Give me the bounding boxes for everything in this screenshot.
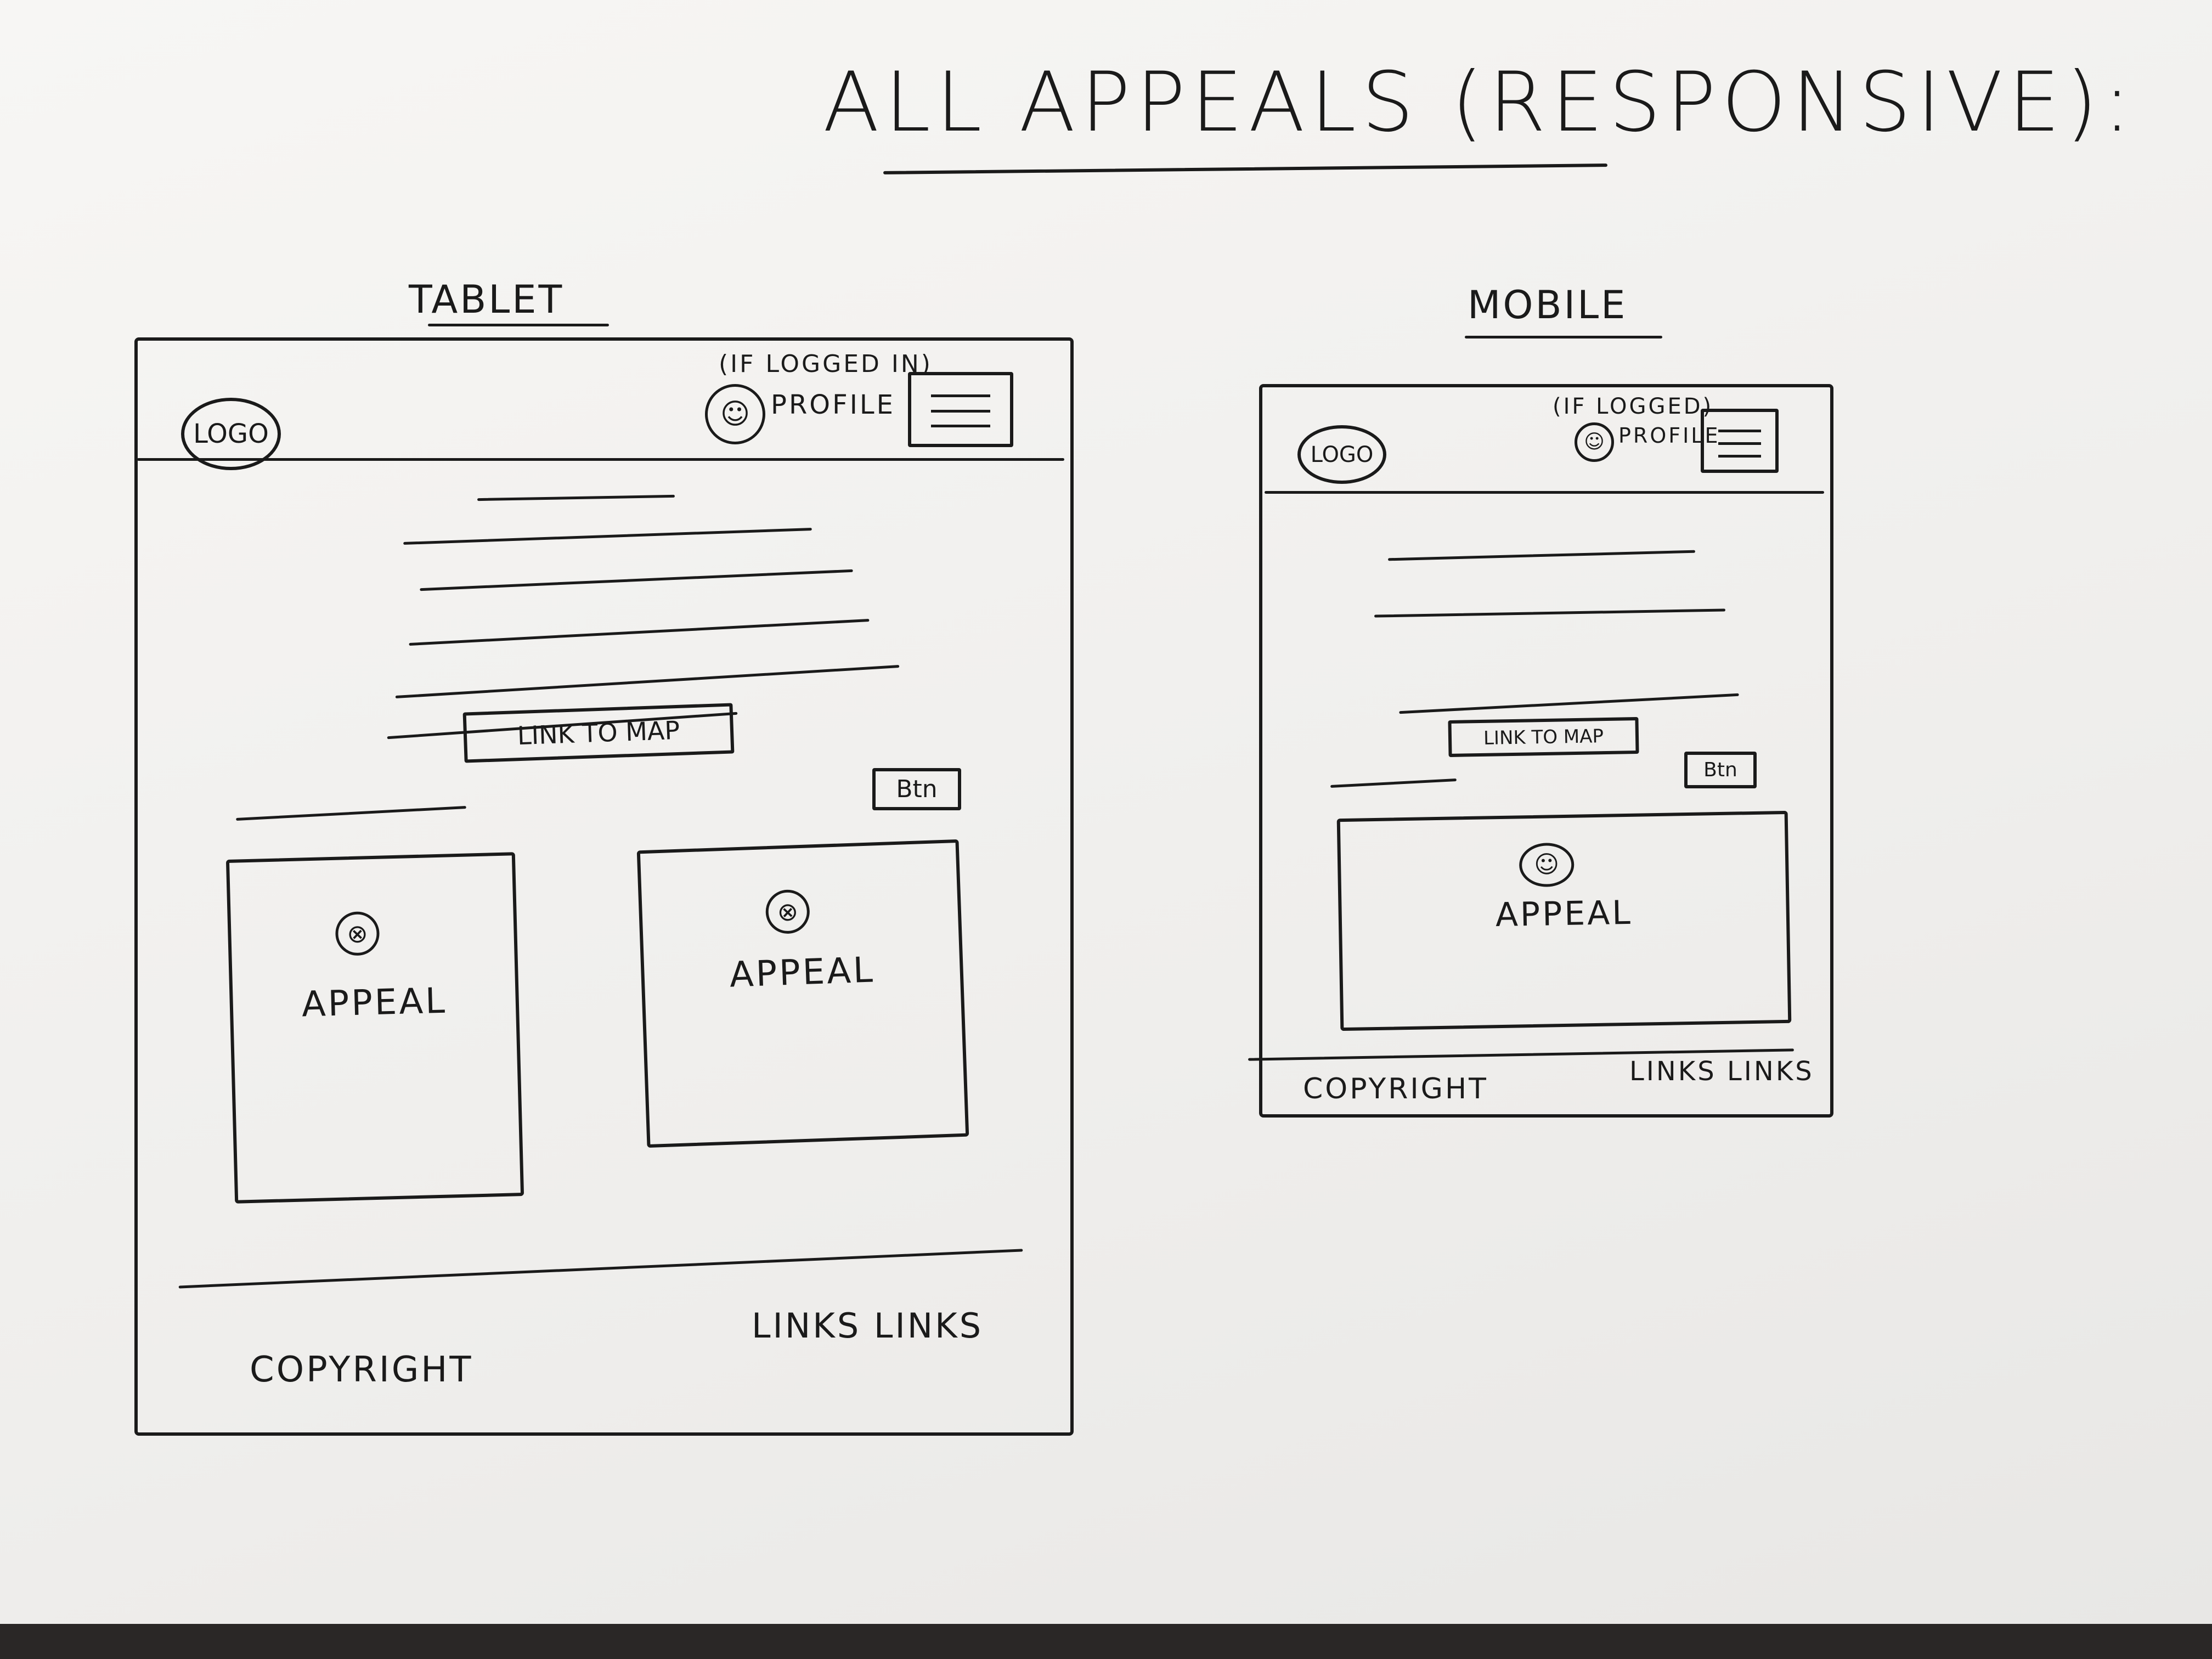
tablet-hamburger-menu-icon[interactable] — [908, 372, 1013, 447]
tablet-profile-note: (IF LOGGED IN) — [719, 350, 933, 378]
tablet-appeal-label: APPEAL — [729, 950, 876, 996]
tablet-appeal-icon: ⊗ — [335, 911, 380, 956]
tablet-profile-icon[interactable]: ☺ — [705, 384, 765, 444]
mobile-logo[interactable]: LOGO — [1297, 425, 1386, 484]
tablet-footer-copyright: COPYRIGHT — [250, 1350, 473, 1390]
mobile-footer-copyright: COPYRIGHT — [1303, 1073, 1488, 1105]
tablet-appeal-card[interactable]: ⊗ APPEAL — [636, 839, 969, 1148]
mobile-appeal-icon: ☺ — [1519, 842, 1575, 888]
tablet-appeal-label: APPEAL — [301, 980, 448, 1025]
mobile-profile-icon[interactable]: ☺ — [1575, 422, 1614, 462]
tablet-frame — [134, 337, 1074, 1436]
mobile-label: MOBILE — [1468, 283, 1628, 328]
mobile-header-divider — [1265, 491, 1824, 494]
tablet-appeal-icon: ⊗ — [765, 889, 811, 935]
mobile-link-to-map-button[interactable]: LINK TO MAP — [1448, 716, 1639, 758]
tablet-logo[interactable]: LOGO — [181, 398, 281, 470]
tablet-btn[interactable]: Btn — [872, 768, 961, 810]
floor-strip — [0, 1624, 2212, 1659]
tablet-profile-label[interactable]: PROFILE — [771, 390, 895, 420]
mobile-footer-links[interactable]: LINKS LINKS — [1629, 1056, 1814, 1087]
tablet-label-underline — [428, 324, 609, 326]
mobile-label-underline — [1465, 336, 1662, 338]
mobile-frame — [1259, 384, 1833, 1118]
tablet-header-divider — [137, 458, 1064, 461]
mobile-hamburger-menu-icon[interactable] — [1701, 409, 1779, 473]
mobile-appeal-label: APPEAL — [1495, 893, 1633, 935]
tablet-appeal-card[interactable]: ⊗ APPEAL — [225, 852, 524, 1204]
mobile-btn[interactable]: Btn — [1684, 752, 1757, 788]
tablet-footer-links[interactable]: LINKS LINKS — [752, 1306, 984, 1346]
page-title: ALL APPEALS (RESPONSIVE): — [823, 55, 2137, 150]
mobile-profile-note: (IF LOGGED) — [1553, 394, 1714, 419]
tablet-link-to-map-button[interactable]: LINK TO MAP — [462, 703, 735, 763]
tablet-label: TABLET — [409, 277, 565, 322]
mobile-appeal-card[interactable]: ☺ APPEAL — [1336, 810, 1792, 1031]
